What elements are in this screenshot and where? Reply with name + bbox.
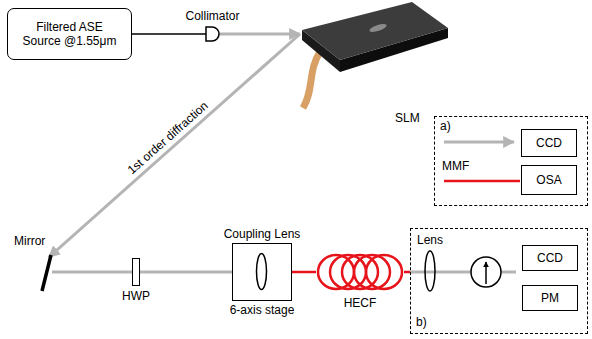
free-space-beam [444,141,514,144]
setup-b-panel: b)LensCCDPM [410,228,588,334]
collimator-body [206,27,219,41]
mirror-symbol [40,254,52,292]
lens-symbol [257,254,267,290]
power-meter-box: PM [522,285,578,311]
multimode-fiber [444,180,520,183]
polarizer-symbol [471,257,501,287]
collimator-symbol [206,27,219,41]
node-label: PM [541,291,559,305]
output-lens: Lens [424,249,436,293]
node-label: Collimator [185,9,239,23]
diffracted-beam [49,34,300,257]
slm-device: SLM [300,0,450,110]
node-label: Filtered ASE Source @1.55μm [20,20,120,48]
node-label: Mirror [14,234,45,248]
lens-symbol [233,244,293,302]
collimator: Collimator [206,27,219,41]
node-label: HWP [122,289,150,303]
node-label: Coupling Lens [224,227,301,241]
reflected-beam [52,271,132,274]
node-label: CCD [536,136,562,150]
node-label: SLM [395,111,420,125]
slm-logo [369,22,388,33]
mirror: Mirror [40,254,52,292]
fiber-label: MMF [442,159,469,173]
beam-label: 1st order diffraction [124,98,210,177]
source-box: Filtered ASE Source @1.55μm [7,8,132,60]
coupling-stage: Coupling Lens6-axis stage [232,243,292,301]
node-label: b) [416,315,427,329]
ribbon-cable [303,52,320,108]
slm-symbol [300,0,450,110]
collimated-beam [219,33,300,36]
node-label: a) [440,119,451,133]
node-label: Lens [417,233,443,247]
polarized-beam [140,271,232,274]
half-wave-plate: HWP [132,258,140,286]
fiber-lead [132,33,206,35]
ccd-box: CCD [521,129,577,157]
polarizer-axis-arrow [485,262,487,284]
lens2-symbol [424,249,436,293]
node-label: 6-axis stage [230,303,295,317]
mirror-surface [42,255,51,291]
slm-top [302,2,448,60]
coil-symbol [316,252,404,292]
fiber-link [292,271,316,274]
node-label: OSA [536,173,561,187]
ccd-box: CCD [522,245,578,271]
node-label: HECF [344,296,377,310]
osa-box: OSA [521,165,577,195]
lens-symbol [425,251,435,291]
node-label: CCD [537,251,563,265]
fiber-coil: HECF [316,252,404,292]
fiber-loop [366,255,402,289]
